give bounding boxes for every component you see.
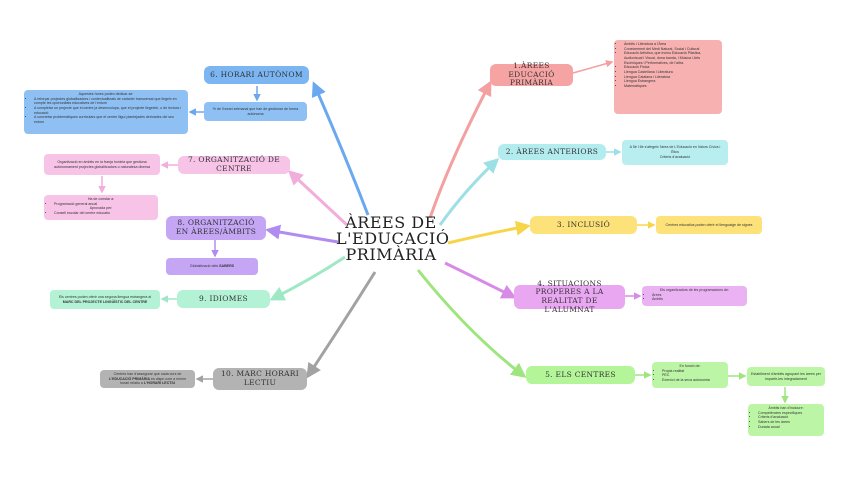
area-item: Llengua Catalana i Literatura [624, 75, 718, 80]
record-item: Programació general anual [54, 202, 154, 207]
branch-2-note: A 5è i 6è s'afegeix l'àrea de L'Educació… [622, 140, 728, 165]
branch-7-note-1: Organització en àmbits en la franja horà… [44, 154, 160, 175]
branch-2-note-line2: Criteris d'avaluació [659, 154, 691, 159]
branch-1-title: 1.ÀREES EDUCACIÓ PRIMÀRIA [508, 61, 555, 88]
branch-6-note-2-title: Aquestes hores poden dedicar-se: [78, 92, 134, 96]
branch-7-node[interactable]: 7. ORGANITZACIÓ DE CENTRE [178, 155, 290, 174]
branch-3-note-text: Centres educatius poden oferir el llengu… [665, 222, 753, 227]
branch-line-1 [428, 80, 492, 219]
hours-use-item: A concretar problemàtiques curriculars q… [34, 115, 184, 124]
branch-9-note: Els centres poden oferir una segona llen… [50, 290, 160, 309]
branch-5-note-1: En funció de: Propia realitat PEC Exerci… [652, 362, 728, 388]
area-item: Educació Física [624, 65, 718, 70]
branch-1-node[interactable]: 1.ÀREES EDUCACIÓ PRIMÀRIA [490, 61, 573, 88]
area-item: Àmbits i Literatura a l'Àrea [624, 42, 718, 47]
branch-5-note-3-title: Àmbits han d'incloure: [768, 406, 804, 410]
record-item: Consell escolar del centre educatiu [54, 211, 154, 216]
central-title: ÀREES DE L'EDUCACIÓ PRIMÀRIA [336, 213, 450, 264]
branch-10-note-text2: es dispn com a mínim horari relatiu a [119, 376, 186, 386]
branch-7-note-1-text: Organització en àmbits en la franja horà… [53, 159, 151, 169]
branch-line-9 [269, 255, 346, 301]
branch-4-node[interactable]: 4. SITUACIONS PROPERES A LA REALITAT DE … [514, 279, 625, 313]
branch-8-title: 8. ORGANITZACIÓ EN ÀREES/ÀMBITS [175, 218, 257, 236]
branch-line-6 [311, 81, 370, 216]
branch-2-node[interactable]: 2. ÀREES ANTERIORS [498, 144, 606, 160]
scope-item: Competències específiques [758, 411, 820, 416]
branch-7-note-2-title: Ha de constar a: [87, 197, 115, 201]
branch-line-2 [438, 157, 500, 226]
sub-line-1 [572, 60, 614, 74]
branch-9-note-bold: MARC DEL PROJECTE LINGÜÍSTIC DEL CENTRE [62, 299, 148, 304]
criteria-item: Exercici de la seva autonomia [662, 378, 724, 383]
branch-5-title: 5. ELS CENTRES [545, 369, 616, 379]
area-item: Educació Artística, que inclou Educació … [624, 51, 718, 65]
branch-8-note-text: Globalització dels SABERS [170, 264, 254, 269]
branch-line-5 [416, 269, 527, 378]
branch-5-note-1-title: En funció de: [679, 364, 701, 368]
scope-item: Criteris d'avaluació [758, 415, 820, 420]
criteria-item: Propia realitat [662, 369, 724, 374]
branch-4-title: 4. SITUACIONS PROPERES A LA REALITAT DE … [535, 278, 604, 314]
branch-5-note-2-text: Establiment d'àmbits agrupant les àrees … [751, 371, 822, 381]
organizer-item: Àmbits [652, 297, 743, 302]
branch-3-title: 3. INCLUSIÓ [556, 219, 611, 229]
branch-1-note: Àmbits i Literatura a l'Àrea Coneixement… [614, 40, 722, 114]
branch-10-node[interactable]: 10. MARC HORARI LECTIU [213, 368, 307, 390]
branch-line-3 [447, 220, 531, 245]
branch-4-note: Els organitzadors de les programacions d… [642, 286, 747, 306]
branch-10-title: 10. MARC HORARI LECTIU [220, 369, 300, 387]
branch-10-note-bold1: L'EDUCACIÓ PRIMÀRIA [109, 376, 151, 381]
branch-9-title: 9. IDIOMES [199, 293, 248, 303]
scope-item: Durada anual [758, 425, 820, 430]
branch-10-note-text1: Centres han d'assegurar que cada curs de [113, 372, 182, 376]
area-item: Llengua Castellana i Literatura [624, 70, 718, 75]
branch-6-node[interactable]: 6. HORARI AUTÒNOM [204, 66, 309, 84]
branch-line-8 [265, 224, 339, 244]
branch-10-note-bold2: L'HORARI LECTIU [143, 381, 176, 386]
branch-line-10 [306, 271, 377, 379]
branch-3-node[interactable]: 3. INCLUSIÓ [530, 216, 637, 234]
branch-3-note: Centres educatius poden oferir el llengu… [656, 216, 762, 234]
hours-use-item: A reforçar projectes globalitzadors i co… [34, 97, 184, 106]
branch-5-note-3: Àmbits han d'incloure: Competències espe… [748, 404, 824, 436]
branch-2-title: 2. ÀREES ANTERIORS [505, 146, 599, 156]
scope-item: Sabers de les àrees [758, 420, 820, 425]
branch-8-note: Globalització dels SABERS [166, 258, 258, 275]
branch-line-7 [287, 169, 349, 227]
area-item: Matemàtiques [624, 84, 718, 89]
branch-7-title: 7. ORGANITZACIÓ DE CENTRE [187, 155, 281, 173]
organizer-item: Àrees [652, 293, 743, 298]
record-item: Aprovada per: [89, 206, 113, 211]
central-title-line3: PRIMÀRIA [345, 245, 437, 264]
central-title-line2: L'EDUCACIÓ [336, 229, 450, 248]
branch-4-note-title: Els organitzadors de les programacions d… [659, 288, 730, 292]
branch-6-note-1: % de l'horari setmanal que han de gestio… [204, 102, 307, 121]
area-item: Coneixement del Medi Natural, Social i C… [624, 47, 718, 52]
branch-2-note-line1: A 5è i 6è s'afegeix l'àrea de L'Educació… [629, 145, 721, 155]
area-item: Llengua Estrangera [624, 79, 718, 84]
branch-5-node[interactable]: 5. ELS CENTRES [526, 366, 635, 384]
branch-10-note-line1: Centres han d'assegurar que cada curs de… [104, 372, 191, 386]
central-title-line1: ÀREES DE [345, 213, 437, 232]
branch-7-note-2: Ha de constar a: Programació general anu… [44, 195, 158, 220]
branch-8-note-prefix: Globalització dels [189, 264, 219, 269]
branch-5-note-2: Establiment d'àmbits agrupant les àrees … [747, 367, 825, 386]
branch-9-note-line1: Els centres poden oferir una segona llen… [58, 294, 152, 299]
branch-9-node[interactable]: 9. IDIOMES [177, 290, 270, 308]
hours-use-item: A completar un projecte que el centre ja… [34, 106, 184, 115]
branch-8-note-bold: SABERS [219, 264, 235, 269]
branch-8-node[interactable]: 8. ORGANITZACIÓ EN ÀREES/ÀMBITS [166, 216, 266, 240]
criteria-item: PEC [662, 373, 724, 378]
branch-10-note: Centres han d'assegurar que cada curs de… [100, 370, 195, 388]
branch-6-note-1-text: % de l'horari setmanal que han de gestio… [212, 106, 299, 116]
branch-6-title: 6. HORARI AUTÒNOM [210, 69, 303, 79]
branch-line-4 [444, 261, 517, 299]
branch-6-note-2: Aquestes hores poden dedicar-se: A refor… [24, 90, 188, 134]
